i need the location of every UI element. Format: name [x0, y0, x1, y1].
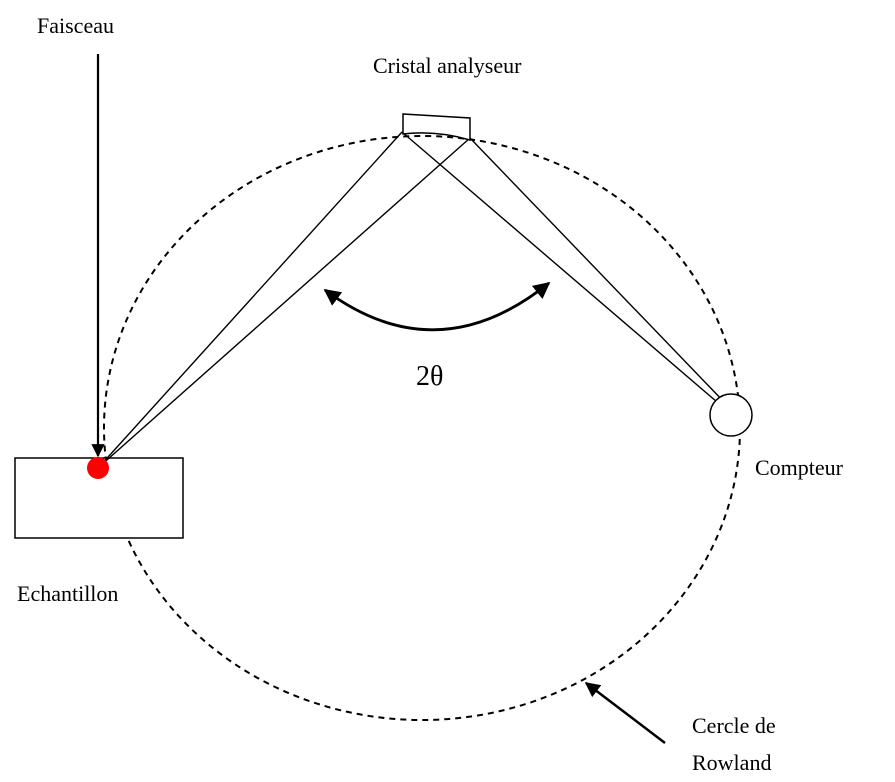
ray-paths — [98, 131, 728, 468]
analyzer-crystal-label: Cristal analyseur — [373, 53, 522, 78]
ray-crystal-right-to-detector — [469, 137, 728, 406]
ray-crystal-left-to-detector — [401, 131, 725, 409]
two-theta-arc-arrow — [323, 281, 551, 332]
beam-label: Faisceau — [37, 13, 114, 38]
rowland-circle — [103, 135, 741, 721]
ray-sample-to-crystal-left — [98, 131, 403, 468]
sample-label: Echantillon — [17, 581, 118, 606]
rowland-pointer-arrow — [584, 682, 666, 744]
ray-sample-to-crystal-right — [98, 137, 471, 468]
rowland-circle-label-line2: Rowland — [692, 750, 771, 775]
sample-spot — [87, 457, 109, 479]
two-theta-label: 2θ — [416, 361, 443, 392]
detector-circle — [709, 393, 753, 437]
analyzer-crystal — [402, 113, 471, 142]
rowland-circle-label-line1: Cercle de — [692, 713, 776, 738]
detector-label: Compteur — [755, 455, 844, 480]
